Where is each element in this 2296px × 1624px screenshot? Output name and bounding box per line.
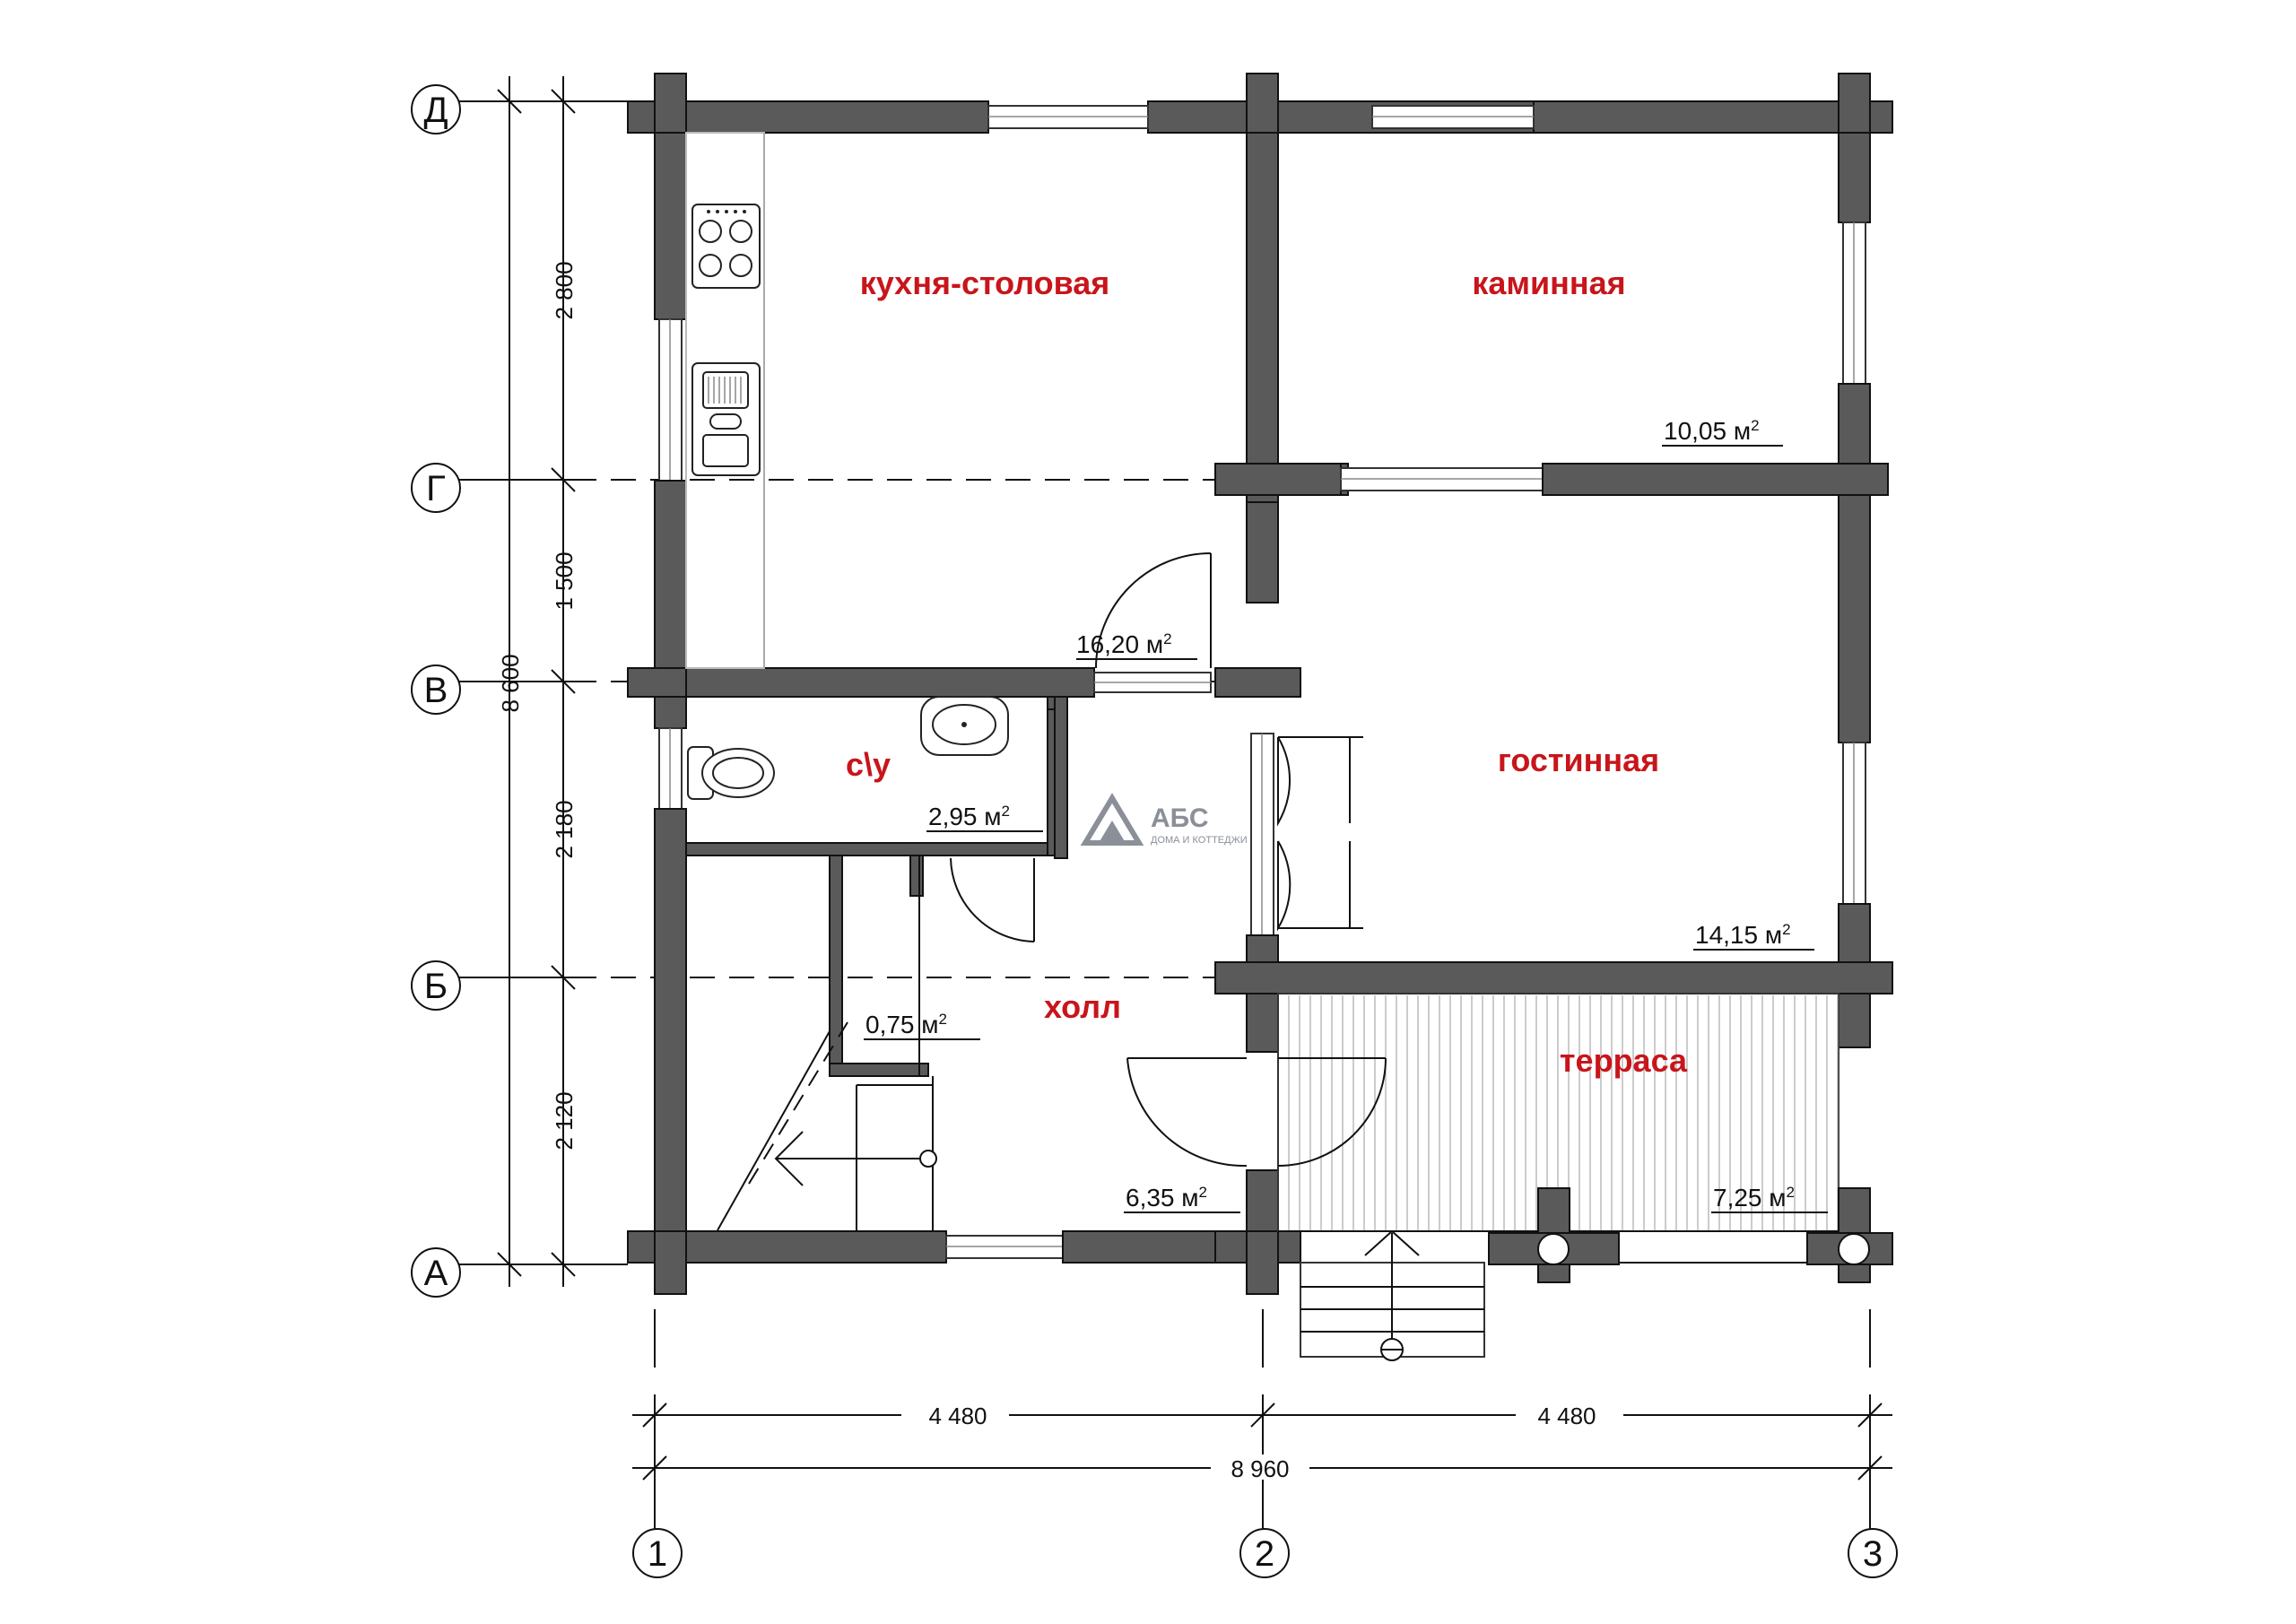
closet-area: 0,75 м2 <box>864 1011 980 1040</box>
stairs <box>686 855 937 1232</box>
svg-text:10,05 м2: 10,05 м2 <box>1664 417 1760 445</box>
living-area: 14,15 м2 <box>1693 921 1814 951</box>
area-labels: 16,20 м2 10,05 м2 14,15 м2 2,95 м2 0,75 … <box>864 417 1828 1213</box>
dim-horizontal-total: 8 960 <box>1231 1455 1289 1482</box>
hall-label: холл <box>1044 988 1121 1025</box>
dim-vertical-4: 2 120 <box>551 1091 578 1150</box>
dim-horizontal-2: 4 480 <box>1537 1403 1596 1429</box>
vertical-dimensions: 8 600 2 800 1 500 2 180 2 120 <box>489 76 628 1287</box>
doors <box>950 552 1387 1168</box>
axis-row-4: Б <box>424 967 448 1006</box>
terrace-label: терраса <box>1560 1042 1688 1079</box>
logo-text: АБС <box>1151 803 1209 833</box>
svg-text:16,20 м2: 16,20 м2 <box>1076 630 1172 658</box>
hall-area: 6,35 м2 <box>1124 1184 1240 1213</box>
axis-col-1: 1 <box>648 1534 667 1574</box>
column-axis-markers: 1 2 3 <box>632 1480 1898 1578</box>
dim-vertical-3: 2 180 <box>551 800 578 858</box>
svg-text:2,95 м2: 2,95 м2 <box>928 803 1010 830</box>
axis-col-3: 3 <box>1863 1534 1883 1574</box>
dim-horizontal-1: 4 480 <box>928 1403 987 1429</box>
kitchen-sink-icon <box>691 362 761 476</box>
brand-logo: АБС ДОМА И КОТТЕДЖИ <box>1080 793 1248 846</box>
wc-label: с\у <box>846 746 891 783</box>
svg-text:14,15 м2: 14,15 м2 <box>1695 921 1791 949</box>
kitchen-area: 16,20 м2 <box>1076 630 1197 660</box>
axis-col-2: 2 <box>1255 1534 1274 1574</box>
toilet-icon <box>687 746 775 800</box>
axis-row-2: Г <box>426 469 446 508</box>
living-room-label: гостинная <box>1498 742 1659 778</box>
horizontal-dimensions: 4 480 4 480 8 960 <box>632 1394 1892 1482</box>
svg-text:0,75 м2: 0,75 м2 <box>865 1011 947 1038</box>
fireplace-area: 10,05 м2 <box>1662 417 1783 447</box>
entrance-steps <box>1300 1229 1485 1361</box>
dim-vertical-1: 2 800 <box>551 261 578 319</box>
axis-row-1: Д <box>423 91 448 130</box>
logo-subtitle: ДОМА И КОТТЕДЖИ <box>1151 835 1248 846</box>
kitchen-counter <box>685 132 765 669</box>
dim-vertical-2: 1 500 <box>551 551 578 610</box>
fireplace-room-label: каминная <box>1472 265 1625 301</box>
stove-icon <box>691 204 761 289</box>
terrace-area <box>1277 993 1893 1283</box>
svg-text:6,35 м2: 6,35 м2 <box>1126 1184 1207 1211</box>
washbasin-icon <box>920 696 1009 756</box>
axis-row-3: В <box>424 671 448 710</box>
axis-row-5: А <box>424 1254 448 1293</box>
walls <box>627 73 1893 1295</box>
wc-area: 2,95 м2 <box>926 803 1043 832</box>
dim-vertical-total: 8 600 <box>497 654 524 712</box>
kitchen-label: кухня-столовая <box>860 265 1110 301</box>
room-labels: кухня-столовая каминная гостинная с\у хо… <box>846 265 1688 1079</box>
svg-text:7,25 м2: 7,25 м2 <box>1713 1184 1795 1211</box>
terrace-area-label: 7,25 м2 <box>1711 1184 1828 1213</box>
row-axis-markers: Д Г В Б А <box>411 84 543 1298</box>
